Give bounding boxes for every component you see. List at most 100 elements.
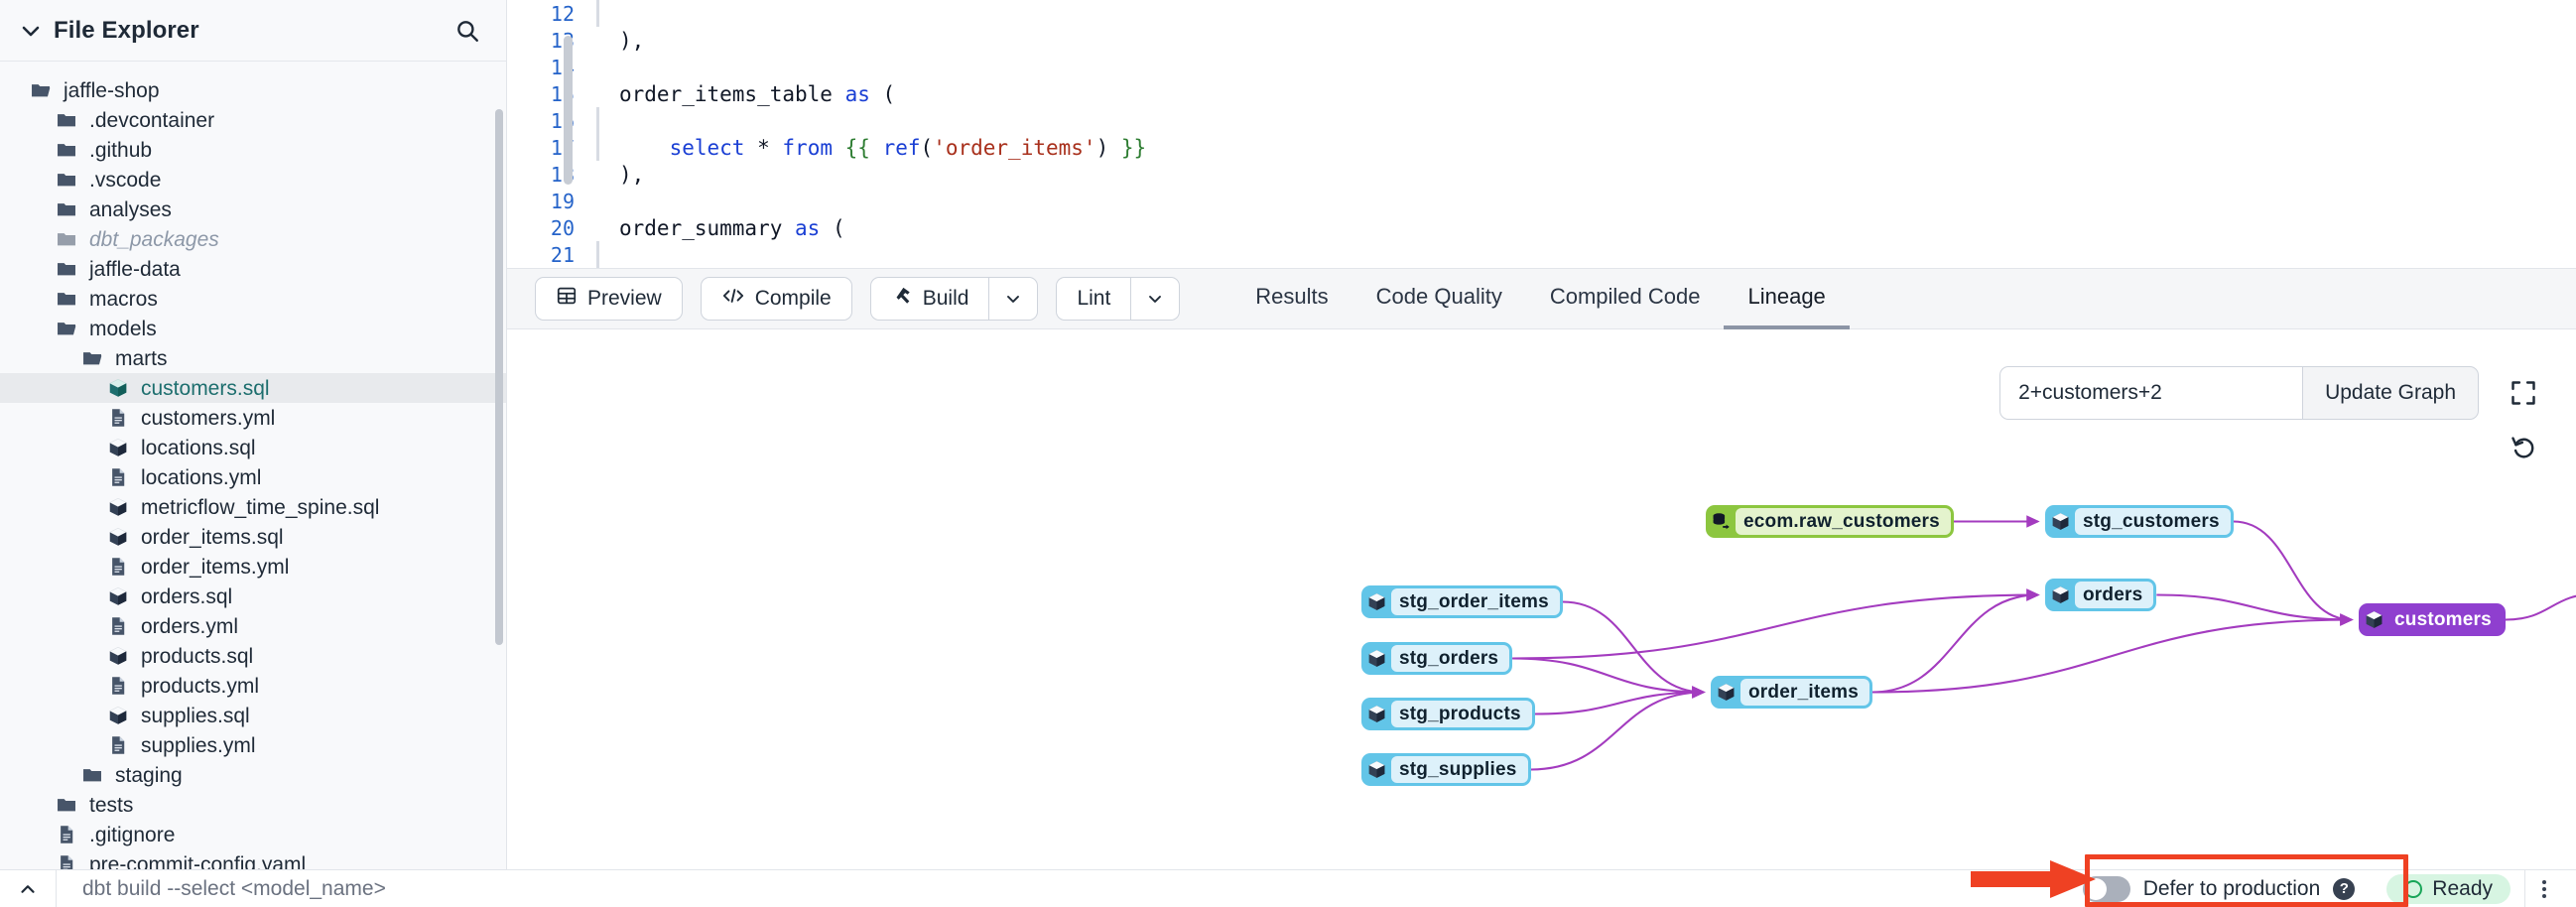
tree-item-label: .vscode: [89, 168, 162, 192]
tree-item-products-sql[interactable]: products.sql: [0, 641, 506, 671]
code-token: (: [920, 135, 934, 160]
model-cube-icon: [2045, 505, 2075, 538]
defer-to-production-control[interactable]: Defer to production ?: [2067, 875, 2372, 902]
tree-item--github[interactable]: .github: [0, 135, 506, 165]
tree-item--vscode[interactable]: .vscode: [0, 165, 506, 194]
tree-item-label: jaffle-shop: [64, 78, 160, 102]
tree-item-marts[interactable]: marts: [0, 343, 506, 373]
hammer-icon: [891, 285, 913, 313]
editor-scrollbar[interactable]: [564, 36, 573, 185]
tree-item-analyses[interactable]: analyses: [0, 194, 506, 224]
lint-button[interactable]: Lint: [1056, 277, 1131, 321]
lineage-node-stg_order_items[interactable]: stg_order_items: [1361, 585, 1563, 618]
tree-item-products-yml[interactable]: products.yml: [0, 671, 506, 701]
code-token: 'order_items': [933, 135, 1096, 160]
lineage-node-ecom_raw_customers[interactable]: ecom.raw_customers: [1706, 505, 1954, 538]
preview-button-label: Preview: [587, 287, 662, 310]
lint-dropdown-caret[interactable]: [1130, 277, 1181, 321]
lineage-node-stg_supplies[interactable]: stg_supplies: [1361, 753, 1531, 786]
indent-guide: [596, 134, 599, 161]
chevron-down-icon[interactable]: [18, 18, 44, 44]
folder-icon: [54, 196, 79, 222]
tree-item-label: jaffle-data: [89, 257, 181, 281]
code-token: ): [1095, 135, 1121, 160]
lineage-node-order_items[interactable]: order_items: [1711, 676, 1872, 709]
tree-item-macros[interactable]: macros: [0, 284, 506, 314]
tree-item-label: products.yml: [141, 674, 260, 698]
code-line: 14: [507, 54, 2576, 80]
search-icon[interactable]: [451, 14, 484, 48]
model-cube-icon: [105, 524, 131, 550]
lineage-node-stg_products[interactable]: stg_products: [1361, 698, 1535, 730]
build-button[interactable]: Build: [869, 277, 989, 321]
tree-item-order-items-sql[interactable]: order_items.sql: [0, 522, 506, 552]
lineage-edge: [2505, 594, 2576, 621]
tree-item-jaffle-shop[interactable]: jaffle-shop: [0, 75, 506, 105]
chevron-up-icon[interactable]: [0, 870, 56, 907]
model-cube-icon: [1361, 585, 1391, 618]
tree-item-label: locations.sql: [141, 436, 256, 459]
tree-item-metricflow-time-spine-sql[interactable]: metricflow_time_spine.sql: [0, 492, 506, 522]
tree-item-order-items-yml[interactable]: order_items.yml: [0, 552, 506, 582]
command-input[interactable]: dbt build --select <model_name>: [82, 876, 386, 900]
lineage-edge: [1562, 600, 1706, 699]
lineage-graph-panel[interactable]: Update Graph ecom.raw_customers stg_custo…: [507, 329, 2576, 869]
preview-button[interactable]: Preview: [535, 277, 683, 321]
tree-item-tests[interactable]: tests: [0, 790, 506, 820]
tree-item-label: macros: [89, 287, 158, 311]
tree-item-label: metricflow_time_spine.sql: [141, 495, 380, 519]
tree-item-orders-yml[interactable]: orders.yml: [0, 611, 506, 641]
tab-code-quality[interactable]: Code Quality: [1352, 268, 1526, 329]
tree-item--devcontainer[interactable]: .devcontainer: [0, 105, 506, 135]
tree-item-customers-yml[interactable]: customers.yml: [0, 403, 506, 433]
tab-lineage[interactable]: Lineage: [1724, 268, 1850, 329]
reset-rotate-icon[interactable]: [2503, 427, 2544, 468]
model-cube-icon: [2359, 603, 2388, 636]
status-bar-divider: [56, 869, 57, 907]
lineage-node-stg_orders[interactable]: stg_orders: [1361, 642, 1513, 675]
defer-to-production-toggle[interactable]: [2082, 875, 2130, 902]
model-cube-icon: [105, 494, 131, 520]
update-graph-button[interactable]: Update Graph: [2302, 366, 2479, 420]
tree-item-jaffle-data[interactable]: jaffle-data: [0, 254, 506, 284]
code-token: [870, 136, 883, 160]
code-line: 13),: [507, 27, 2576, 54]
tree-item-models[interactable]: models: [0, 314, 506, 343]
code-line: 17 select * from {{ ref('order_items') }…: [507, 134, 2576, 161]
lineage-node-orders[interactable]: orders: [2045, 579, 2157, 611]
tree-item--gitignore[interactable]: .gitignore: [0, 820, 506, 849]
tree-item-customers-sql[interactable]: customers.sql: [0, 373, 506, 403]
tree-item-supplies-yml[interactable]: supplies.yml: [0, 730, 506, 760]
build-split-button: Build: [869, 277, 1039, 321]
tree-item-locations-sql[interactable]: locations.sql: [0, 433, 506, 462]
code-token: order_items_table: [619, 81, 845, 106]
model-cube-icon: [2045, 579, 2075, 611]
tab-label: Compiled Code: [1549, 284, 1701, 309]
tab-results[interactable]: Results: [1231, 268, 1352, 329]
tree-item-staging[interactable]: staging: [0, 760, 506, 790]
tree-item-pre-commit-config-yaml[interactable]: pre-commit-config.yaml: [0, 849, 506, 869]
tab-compiled-code[interactable]: Compiled Code: [1526, 268, 1725, 329]
indent-guide: [596, 54, 599, 80]
code-token: select: [669, 135, 745, 160]
lineage-node-stg_customers[interactable]: stg_customers: [2045, 505, 2234, 538]
lineage-edge: [1871, 613, 2354, 694]
compile-button[interactable]: Compile: [700, 277, 852, 321]
tree-item-locations-yml[interactable]: locations.yml: [0, 462, 506, 492]
help-question-icon[interactable]: ?: [2333, 877, 2356, 900]
sidebar-scrollbar[interactable]: [495, 109, 503, 645]
file-explorer-sidebar: File Explorer jaffle-shop.devcontainer.g…: [0, 0, 507, 869]
tree-item-orders-sql[interactable]: orders.sql: [0, 582, 506, 611]
lineage-edge: [1534, 686, 1706, 715]
graph-selector-input[interactable]: [1999, 366, 2303, 420]
tree-item-dbt-packages[interactable]: dbt_packages: [0, 224, 506, 254]
build-dropdown-caret[interactable]: [988, 277, 1039, 321]
lineage-node-customers_model[interactable]: customers: [2359, 603, 2506, 636]
tree-item-supplies-sql[interactable]: supplies.sql: [0, 701, 506, 730]
status-badge-label: Ready: [2432, 876, 2493, 900]
kebab-menu-icon[interactable]: [2524, 869, 2562, 907]
expand-fullscreen-icon[interactable]: [2503, 372, 2544, 414]
code-token: (: [869, 81, 896, 106]
